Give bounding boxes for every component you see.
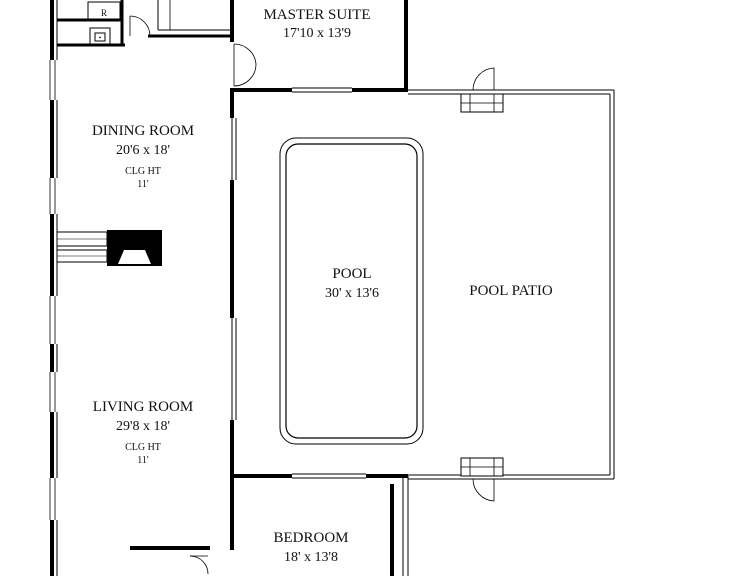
fixture-mark: R <box>101 8 107 18</box>
central-wall <box>230 87 408 550</box>
dining-room-ceiling-label: CLG HT <box>125 166 161 177</box>
left-exterior-wall <box>49 0 60 576</box>
master-suite-size: 17'10 x 13'9 <box>283 26 351 41</box>
pool-basin <box>279 137 424 445</box>
dining-room-name: DINING ROOM <box>92 123 194 139</box>
living-room-name: LIVING ROOM <box>93 399 193 415</box>
master-suite-name: MASTER SUITE <box>263 7 370 23</box>
living-room-ceiling-label: CLG HT <box>125 442 161 453</box>
living-room-size: 29'8 x 18' <box>116 419 170 434</box>
bedroom-walls <box>130 476 409 576</box>
bedroom-name: BEDROOM <box>273 530 348 546</box>
pool-name: POOL <box>332 266 371 282</box>
living-room-ceiling-value: 11' <box>137 455 149 466</box>
sink-mark: • <box>99 34 102 42</box>
bedroom-size: 18' x 13'8 <box>284 550 338 565</box>
pool-steps-bottom <box>460 457 504 502</box>
dining-room-ceiling-value: 11' <box>137 179 149 190</box>
master-suite-walls <box>230 0 408 90</box>
pool-size: 30' x 13'6 <box>325 286 379 301</box>
pool-patio-outline <box>408 89 615 480</box>
fireplace <box>56 230 162 266</box>
pool-steps-top <box>460 67 504 113</box>
bath-area-walls <box>57 0 232 47</box>
dining-room-size: 20'6 x 18' <box>116 143 170 158</box>
pool-patio-name: POOL PATIO <box>469 283 553 299</box>
